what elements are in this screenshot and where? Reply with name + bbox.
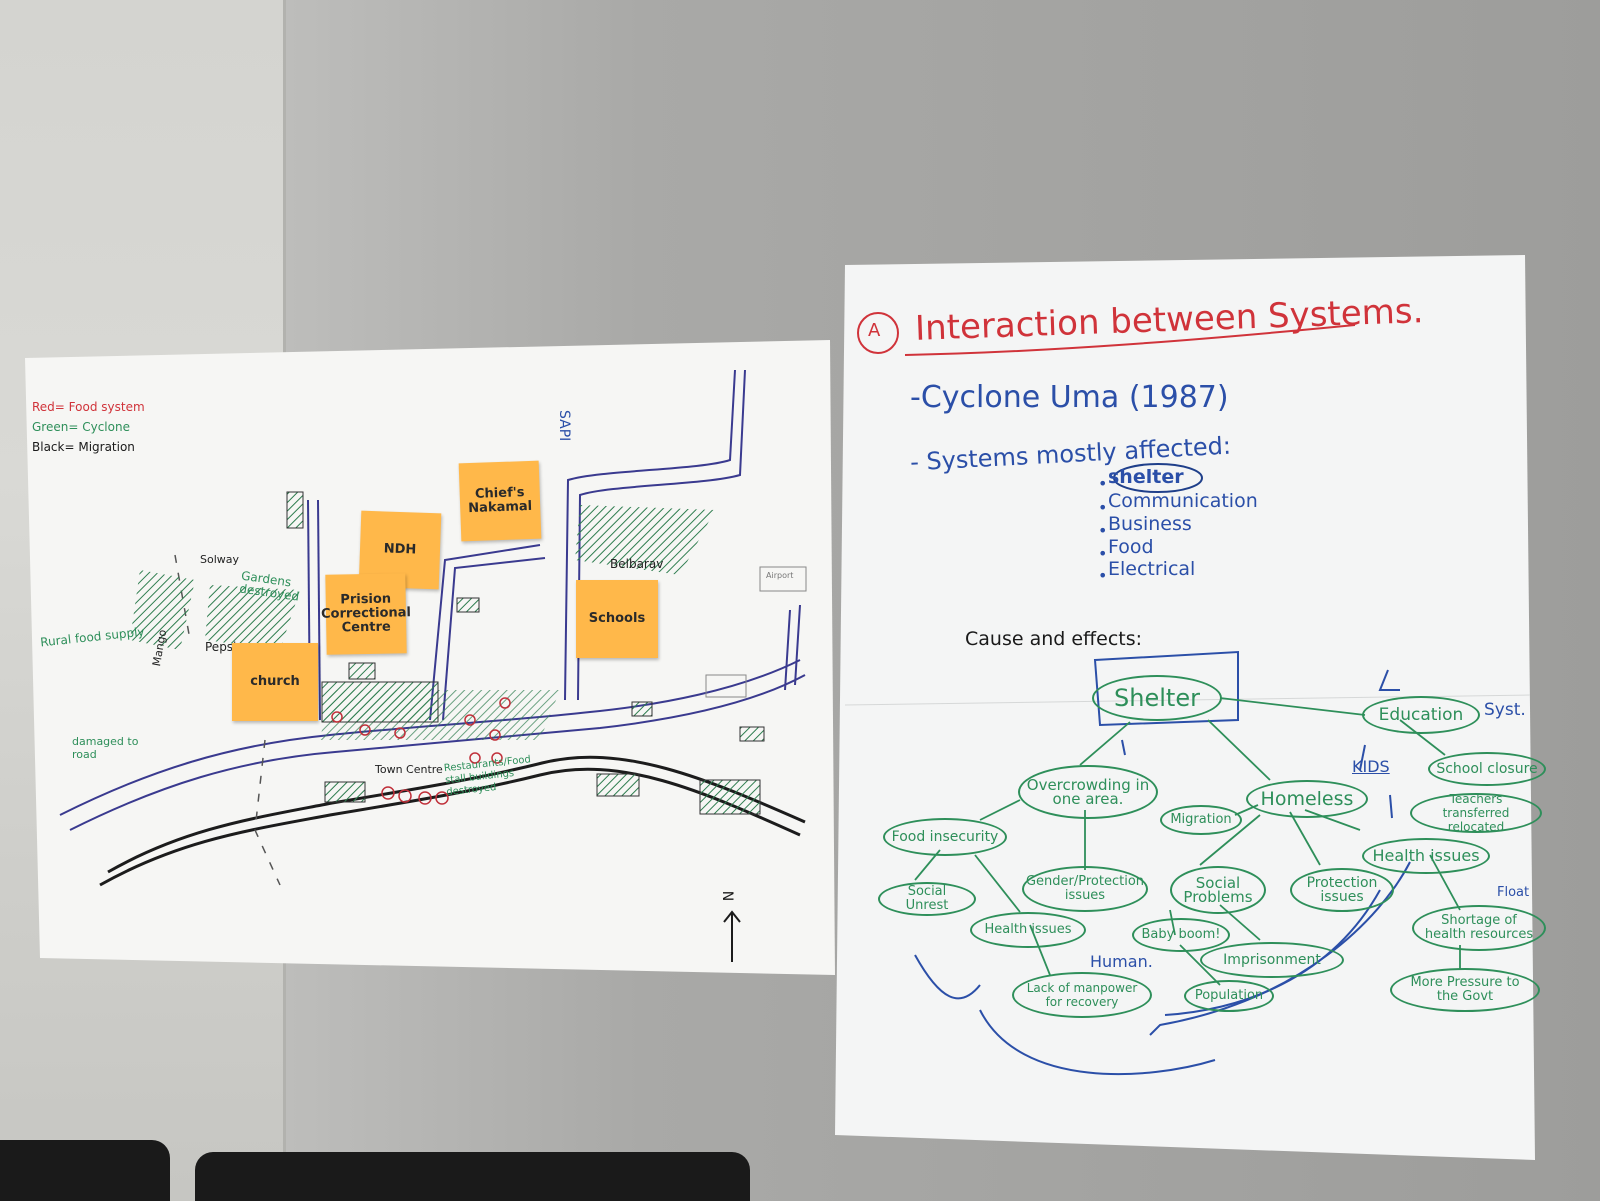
node-lack-of-manpower: Lack of manpower for recovery [1012, 972, 1152, 1018]
cyclone-label: -Cyclone Uma (1987) [910, 380, 1229, 415]
title-underline [904, 324, 1356, 356]
building-9 [699, 779, 761, 815]
label-solway: Solway [200, 553, 240, 566]
east-road-1 [784, 609, 791, 691]
node-teachers: Teachers transferred relocated [1410, 792, 1542, 834]
system-item-communication: Communication [1108, 490, 1258, 512]
hatch-gardens [205, 585, 300, 650]
building-7 [324, 781, 366, 803]
hatch-belbarav [575, 505, 715, 575]
legend-black: Black= Migration [32, 440, 135, 454]
food-markers [331, 697, 511, 805]
east-road-2 [794, 604, 801, 686]
label-float: Float [1497, 885, 1530, 900]
node-education: Education [1362, 696, 1480, 734]
node-overcrowding: Overcrowding in one area. [1018, 765, 1158, 819]
system-item-business: Business [1108, 513, 1192, 535]
building-1 [286, 491, 304, 529]
bullet-icon: • [1098, 521, 1108, 540]
node-health-issues-2: Health issues [970, 912, 1086, 948]
label-kids: KIDS [1352, 757, 1390, 776]
black-road-2 [107, 755, 806, 874]
black-road-1 [99, 767, 801, 887]
small-box [705, 674, 747, 698]
side-road-2 [442, 557, 546, 721]
bullet-icon: • [1098, 498, 1108, 517]
node-social-unrest: Social Unrest [878, 882, 976, 916]
heading-circle [857, 312, 899, 354]
shelter-highlight [1113, 463, 1203, 493]
side-road-1 [429, 544, 541, 721]
airport-box [759, 566, 807, 592]
label-airport: Airport [766, 571, 794, 580]
building-5 [631, 701, 653, 717]
bullet-icon: • [1098, 566, 1108, 585]
west-road-2 [317, 499, 321, 721]
node-gender-protection: Gender/Protection issues [1022, 866, 1148, 912]
label-pepsi: Pepsi [205, 640, 237, 654]
node-migration: Migration [1160, 805, 1242, 835]
hatch-rural-farms [130, 570, 195, 650]
label-town-centre: Town Centre [375, 763, 443, 776]
main-road-line-2 [69, 674, 806, 831]
building-8 [596, 773, 640, 797]
system-item-shelter: shelter [1108, 466, 1184, 488]
building-4 [456, 597, 480, 613]
node-health-issues: Health issues [1362, 838, 1490, 874]
legend-red: Red= Food system [32, 400, 145, 414]
label-human: Human. [1090, 952, 1153, 971]
chair-right [195, 1152, 750, 1201]
node-school-closure: School closure [1428, 752, 1546, 786]
dashed-path [254, 739, 281, 886]
building-2 [348, 662, 376, 680]
chair-left [0, 1140, 170, 1201]
legend-green: Green= Cyclone [32, 420, 130, 434]
node-shortage: Shortage of health resources [1412, 905, 1546, 951]
node-more-pressure: More Pressure to the Govt [1390, 968, 1540, 1012]
heading-letter: A [868, 320, 881, 341]
node-social-problems: Social Problems [1170, 866, 1266, 914]
building-6 [739, 726, 765, 742]
cause-effects-label: Cause and effects: [965, 628, 1143, 650]
north-road-1 [564, 369, 736, 701]
sticky-note-church: church [232, 643, 318, 721]
node-population: Population [1184, 980, 1274, 1012]
node-baby-boom: Baby boom! [1132, 918, 1230, 952]
node-imprisonment: Imprisonment [1200, 942, 1344, 978]
system-item-electrical: Electrical [1108, 558, 1196, 580]
small-blue-line [1121, 739, 1126, 756]
system-item-food: Food [1108, 536, 1154, 558]
bullet-icon: • [1098, 544, 1108, 563]
label-damaged-road: damaged to road [72, 735, 139, 761]
sticky-note-schools: Schools [576, 580, 658, 658]
bullet-icon: • [1098, 474, 1108, 493]
chairs [0, 1140, 760, 1201]
north-road-2 [577, 369, 746, 701]
node-shelter: Shelter [1092, 675, 1222, 721]
left-poster-paper [25, 340, 835, 975]
node-homeless: Homeless [1246, 780, 1368, 818]
node-food-insecurity: Food insecurity [883, 818, 1007, 856]
label-syst: Syst. [1484, 700, 1526, 720]
node-protection-issues: Protection issues [1290, 868, 1394, 912]
label-belbarav: Belbarav [610, 557, 664, 571]
